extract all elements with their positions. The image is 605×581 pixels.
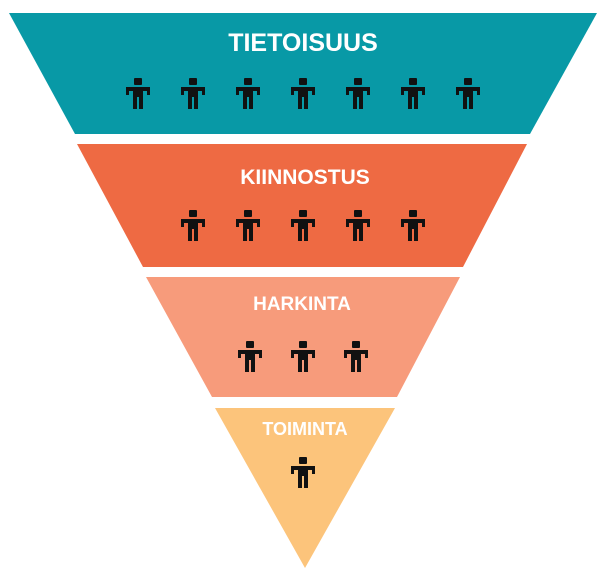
stage-awareness-label: TIETOISUUS: [228, 29, 378, 57]
stage-action: TOIMINTA: [215, 408, 395, 568]
stage-interest: KIINNOSTUS: [77, 144, 527, 267]
stage-action-band: [215, 408, 395, 568]
stage-awareness-band: [9, 13, 597, 134]
stage-consideration-label: HARKINTA: [253, 294, 351, 315]
stage-consideration: HARKINTA: [146, 277, 460, 397]
stage-interest-band: [77, 144, 527, 267]
stage-action-label: TOIMINTA: [262, 419, 347, 439]
stage-interest-label: KIINNOSTUS: [240, 166, 370, 189]
stage-consideration-band: [146, 277, 460, 397]
stage-awareness: TIETOISUUS: [9, 13, 597, 134]
